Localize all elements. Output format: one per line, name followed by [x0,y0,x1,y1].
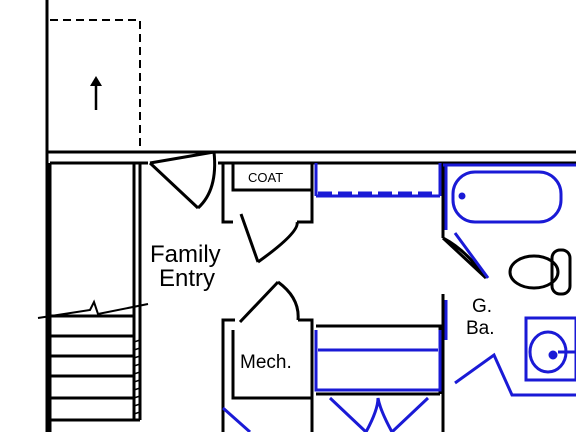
blue-fixtures [222,163,576,432]
mech-label: Mech. [240,352,292,373]
up-arrow-icon [90,76,102,110]
toilet-bowl [508,254,560,290]
bath-door [441,236,488,280]
family-entry-label: Entry [159,265,215,292]
blue-lower-walls [314,330,442,392]
lower-divider [316,324,442,396]
stair-enclosure [48,163,142,432]
blue-bath-walls [443,163,576,397]
blue-wall-top [314,163,442,198]
stair-rail-hatch [133,339,141,415]
arrow-head [90,76,102,86]
tub-drain [458,192,466,200]
room-labels: Family Entry COAT Mech. G. Ba. [150,170,495,373]
stairs [37,299,149,422]
dashed-outline [50,19,141,152]
walls [45,0,576,432]
toilet-tank [550,248,572,296]
mech-room-walls [221,318,314,432]
bath-label: G. [472,296,492,317]
coat-label: COAT [248,170,283,185]
blue-bottom-doors [222,396,430,432]
stair-break-line [37,299,149,319]
sink-drain [548,350,558,360]
coat-closet-door [239,213,299,264]
sink-icon [524,316,576,382]
coat-closet-walls [221,163,314,224]
bathtub-icon [451,170,563,224]
bath-label: Ba. [466,318,495,339]
family-entry-door [148,150,217,210]
mech-door [238,280,300,324]
family-entry-label: Family [150,241,221,268]
toilet-icon [508,248,572,296]
